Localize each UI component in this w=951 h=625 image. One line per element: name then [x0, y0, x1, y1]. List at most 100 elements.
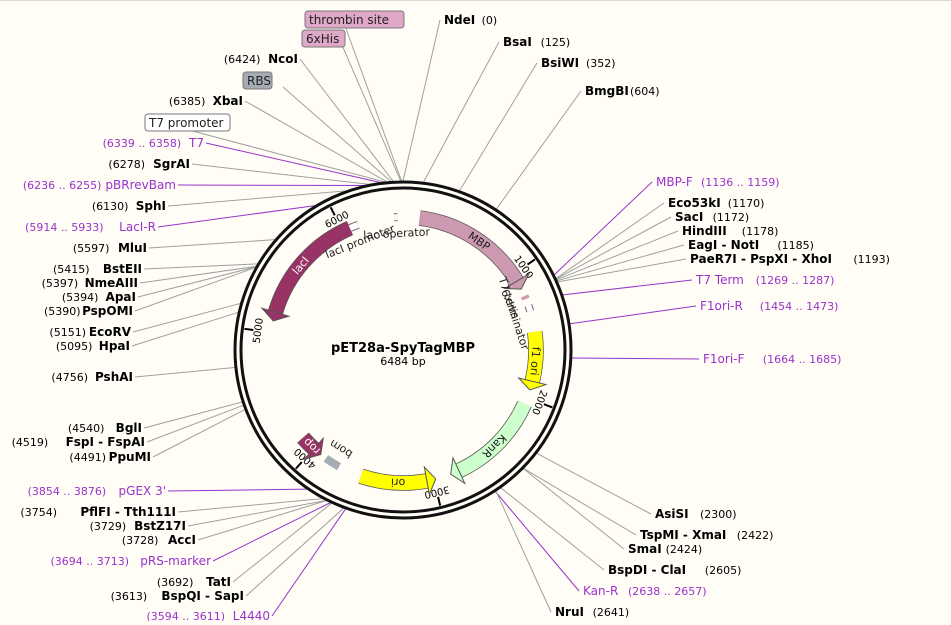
- svg-text:(1172): (1172): [713, 211, 750, 224]
- enzyme-site-label[interactable]: PspOMI(5390): [44, 304, 133, 318]
- map-title: pET28a-SpyTagMBP: [331, 341, 475, 356]
- svg-text:(5597): (5597): [73, 242, 110, 255]
- svg-text:6xHis: 6xHis: [306, 32, 339, 46]
- backbone-outer: [233, 180, 573, 520]
- enzyme-site-label[interactable]: BstEII (5415): [53, 262, 142, 276]
- svg-text:EcoRV: EcoRV: [89, 325, 132, 339]
- enzyme-site-label[interactable]: SgrAI(6278): [108, 157, 190, 171]
- primer-label[interactable]: L4440(3594 .. 3611): [146, 609, 270, 623]
- primer-label[interactable]: F1ori-R(1454 .. 1473): [700, 299, 838, 313]
- primer-label[interactable]: pBRrevBam(6236 .. 6255): [23, 178, 176, 192]
- enzyme-site-label[interactable]: PflFI - Tth111I(3754): [20, 505, 176, 519]
- feature-f1-ori: f1 ori: [517, 330, 548, 391]
- enzyme-site-label[interactable]: BmgBI(604): [585, 84, 660, 98]
- enzyme-site-label[interactable]: EcoRV(5151): [49, 325, 131, 339]
- svg-text:TatI: TatI: [206, 575, 231, 589]
- svg-text:(2638 .. 2657): (2638 .. 2657): [628, 585, 707, 598]
- enzyme-site-label[interactable]: MluI(5597): [73, 241, 147, 255]
- enzyme-site-label[interactable]: NmeAIII(5397): [42, 276, 138, 290]
- svg-text:Eco53kI: Eco53kI: [668, 196, 721, 210]
- svg-text:(6385): (6385): [169, 95, 206, 108]
- backbone-inner: [239, 186, 567, 514]
- enzyme-site-label[interactable]: NcoI(6424): [224, 52, 298, 66]
- enzyme-site-label[interactable]: SmaI(2424): [628, 542, 702, 556]
- enzyme-site-label[interactable]: BsiWI (352): [541, 56, 616, 70]
- svg-text:T7 Term: T7 Term: [695, 273, 744, 287]
- enzyme-site-label[interactable]: ApaI(5394): [62, 290, 136, 304]
- svg-text:(5397): (5397): [42, 277, 79, 290]
- primer-label[interactable]: Kan-R(2638 .. 2657): [583, 584, 707, 598]
- svg-text:MBP-F: MBP-F: [656, 175, 693, 189]
- enzyme-site-label[interactable]: PpuMI(4491): [69, 450, 151, 464]
- primer-label[interactable]: LacI-R(5914 .. 5933): [25, 220, 156, 234]
- svg-text:BsaI: BsaI: [503, 35, 532, 49]
- svg-text:BspDI - ClaI: BspDI - ClaI: [608, 563, 686, 577]
- feature-callout[interactable]: 6xHis: [301, 29, 346, 48]
- enzyme-site-label[interactable]: SphI(6130): [92, 199, 166, 213]
- feature-callout[interactable]: RBS: [242, 71, 273, 90]
- enzyme-site-label[interactable]: AsiSI(2300): [655, 507, 737, 521]
- feature-label: f1 ori: [527, 346, 542, 376]
- enzyme-site-label[interactable]: EagI - NotI(1185): [688, 238, 814, 252]
- primer-label[interactable]: T7 Term (1269 .. 1287): [695, 273, 834, 287]
- svg-text:(6339 .. 6358): (6339 .. 6358): [103, 137, 182, 150]
- enzyme-site-label[interactable]: AccI(3728): [122, 533, 196, 547]
- enzyme-site-label[interactable]: NruI(2641): [555, 605, 629, 619]
- tick-label: 2000: [529, 388, 548, 416]
- enzyme-site-label[interactable]: XbaI (6385): [169, 94, 243, 108]
- primer-label[interactable]: pGEX 3'(3854 .. 3876): [28, 484, 166, 498]
- svg-text:SphI: SphI: [136, 199, 166, 213]
- primer-label[interactable]: F1ori-F(1664 .. 1685): [703, 352, 841, 366]
- svg-text:(6424): (6424): [224, 53, 261, 66]
- enzyme-site-label[interactable]: Eco53kI(1170): [668, 196, 764, 210]
- site-labels: thrombin site 6xHis NdeI(0) BsaI(125) BsiWI (…: [12, 10, 890, 623]
- feature-rop: rop: [297, 432, 324, 461]
- svg-text:(3613): (3613): [111, 590, 148, 603]
- svg-text:BmgBI: BmgBI: [585, 84, 629, 98]
- feature-label: ori: [391, 476, 406, 490]
- feature-bom: bom: [323, 437, 355, 471]
- feature-label: lac operator: [363, 225, 431, 242]
- enzyme-site-label[interactable]: HindIII(1178): [682, 224, 778, 238]
- primer-label[interactable]: pRS-marker(3694 .. 3713): [50, 554, 211, 568]
- svg-text:(4756): (4756): [51, 371, 88, 384]
- enzyme-site-label[interactable]: PshAI(4756): [51, 370, 133, 384]
- svg-text:T7: T7: [188, 136, 204, 150]
- svg-text:F1ori-F: F1ori-F: [703, 352, 744, 366]
- feature-callout[interactable]: T7 promoter: [144, 113, 231, 132]
- feature-label: bom: [327, 437, 355, 461]
- svg-text:(5415): (5415): [53, 263, 90, 276]
- svg-text:(1136 .. 1159): (1136 .. 1159): [701, 176, 780, 189]
- svg-text:(3594 .. 3611): (3594 .. 3611): [146, 610, 225, 621]
- enzyme-site-label[interactable]: SacI(1172): [675, 210, 749, 224]
- svg-text:BstZ17I: BstZ17I: [134, 519, 186, 533]
- enzyme-site-label[interactable]: BglI(4540): [68, 421, 142, 435]
- label-leader-lines: [131, 19, 700, 617]
- tick-mark: [543, 403, 553, 409]
- svg-text:XbaI: XbaI: [213, 94, 243, 108]
- enzyme-site-label[interactable]: BstZ17I(3729): [90, 519, 186, 533]
- enzyme-site-label[interactable]: BspQI - SapI(3613): [111, 589, 244, 603]
- enzyme-site-label[interactable]: PaeR7I - PspXI - XhoI(1193): [690, 252, 890, 266]
- svg-text:BsiWI: BsiWI: [541, 56, 579, 70]
- feature-callout[interactable]: thrombin site: [304, 10, 405, 29]
- enzyme-site-label[interactable]: HpaI(5095): [56, 339, 130, 353]
- svg-text:(352): (352): [586, 57, 616, 70]
- primer-label[interactable]: MBP-F (1136 .. 1159): [656, 175, 780, 189]
- enzyme-site-label[interactable]: FspI - FspAI(4519): [12, 435, 145, 449]
- svg-text:ApaI: ApaI: [106, 290, 136, 304]
- enzyme-site-label[interactable]: BsaI(125): [503, 35, 570, 49]
- svg-text:BstEII: BstEII: [103, 262, 142, 276]
- svg-text:RBS: RBS: [247, 74, 271, 88]
- svg-text:(1269 .. 1287): (1269 .. 1287): [756, 274, 835, 287]
- svg-text:(1193): (1193): [853, 253, 890, 266]
- enzyme-site-label[interactable]: BspDI - ClaI(2605): [608, 563, 741, 577]
- svg-text:(6236 .. 6255): (6236 .. 6255): [23, 179, 102, 192]
- svg-text:BglI: BglI: [116, 421, 142, 435]
- primer-label[interactable]: T7 (6339 .. 6358): [103, 136, 204, 150]
- enzyme-site-label[interactable]: TatI(3692): [157, 575, 231, 589]
- enzyme-site-label[interactable]: NdeI(0): [444, 13, 497, 27]
- enzyme-site-label[interactable]: TspMI - XmaI(2422): [640, 528, 773, 542]
- svg-text:(5914 .. 5933): (5914 .. 5933): [25, 221, 104, 234]
